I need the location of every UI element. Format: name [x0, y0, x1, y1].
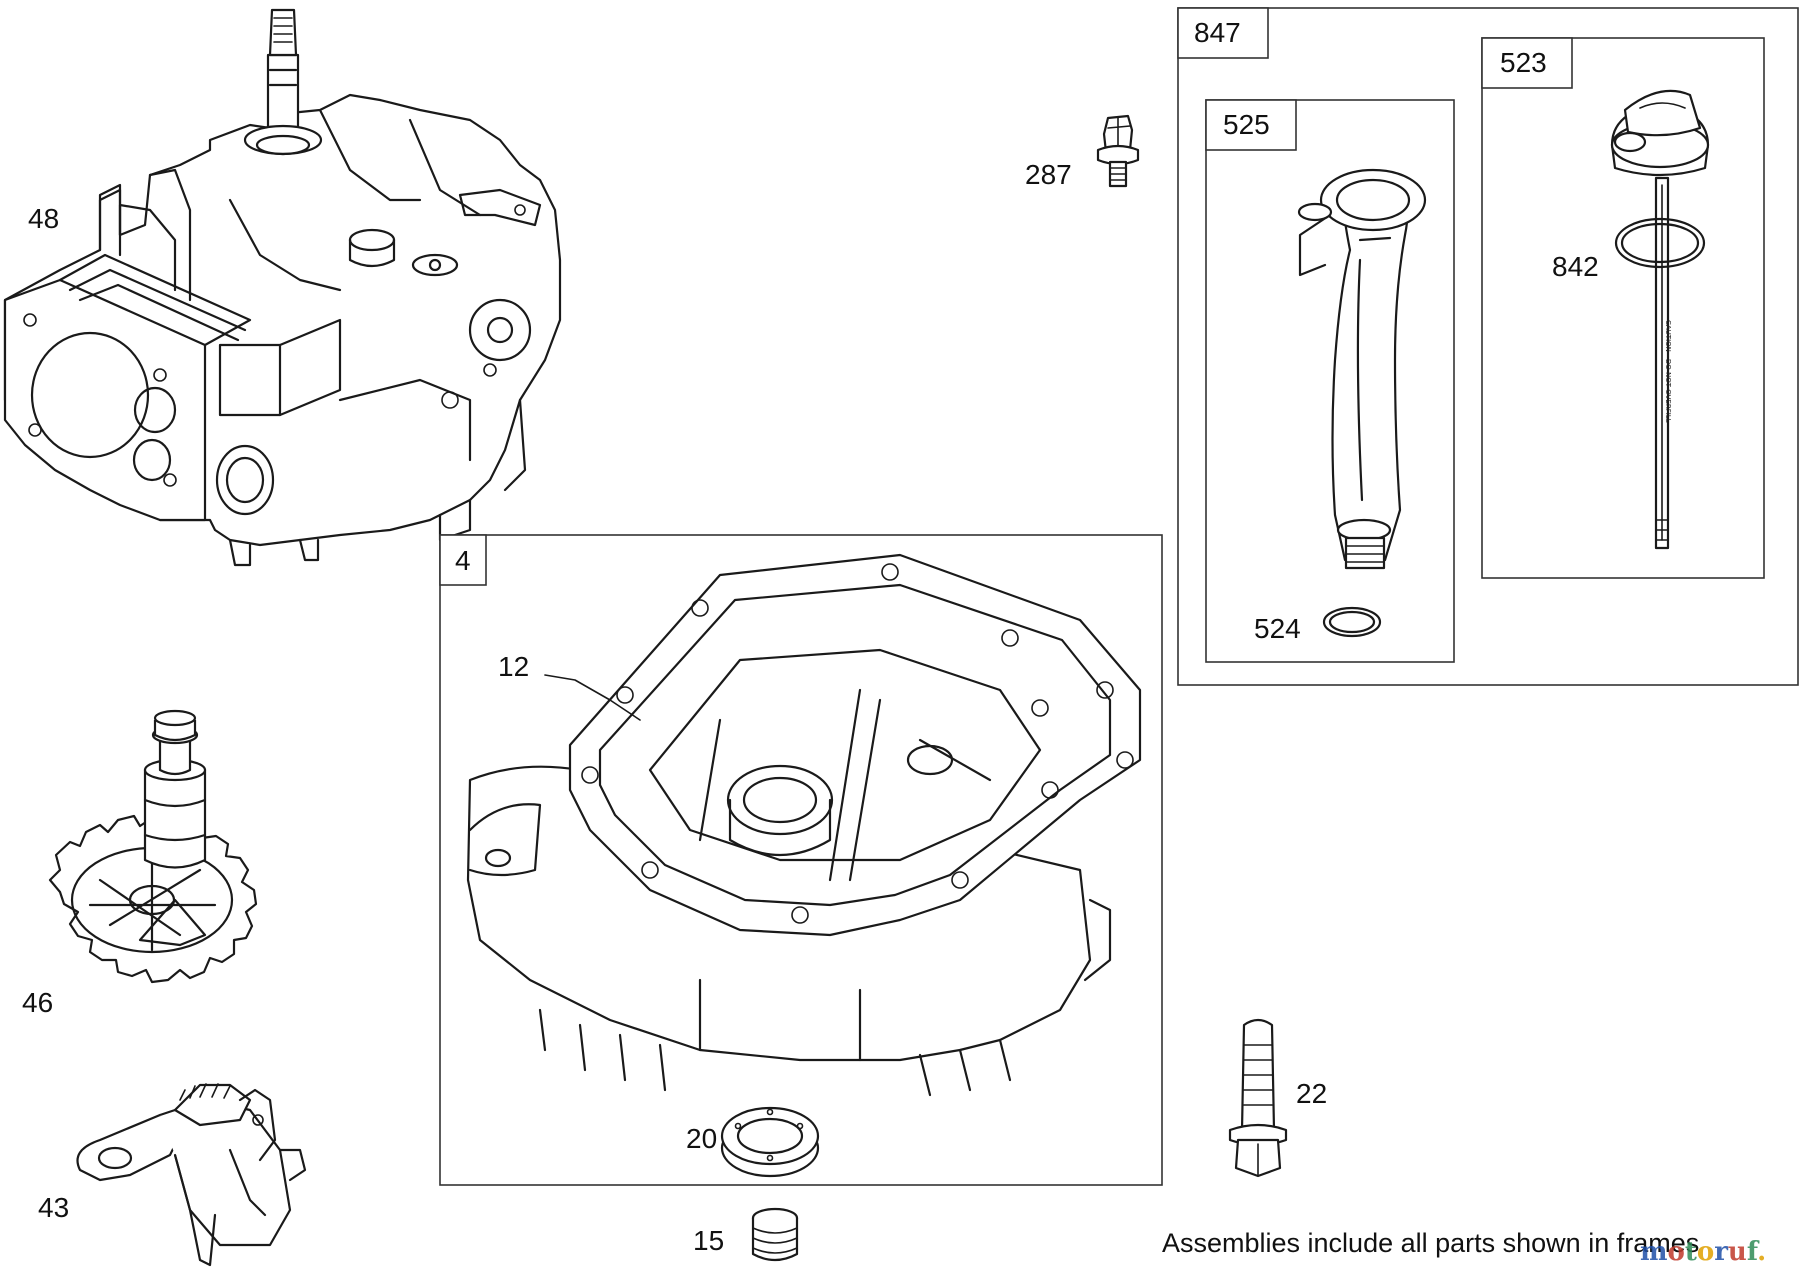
label-22: 22: [1296, 1078, 1327, 1109]
watermark-char: t: [1685, 1237, 1697, 1267]
label-15: 15: [693, 1225, 724, 1256]
label-43: 43: [38, 1192, 69, 1223]
label-46: 46: [22, 987, 53, 1018]
frame-847: 847: [1177, 7, 1799, 686]
watermark-char: u: [1728, 1237, 1747, 1267]
part-43-governor-bracket: [76, 1083, 307, 1267]
part-48-engine-block: [3, 8, 562, 567]
frame-525: 525: [1205, 99, 1455, 663]
label-12: 12: [498, 651, 529, 682]
part-287-bolt: [1096, 114, 1140, 188]
frame-523: 523: [1481, 37, 1765, 579]
leader-12: [544, 674, 641, 721]
tag-847: 847: [1194, 17, 1241, 48]
watermark-char: m: [1640, 1237, 1668, 1267]
tag-523: 523: [1500, 47, 1547, 78]
watermark-char: o: [1668, 1237, 1685, 1267]
frame-4: 4: [439, 534, 1163, 1186]
label-842: 842: [1552, 251, 1599, 282]
part-20-oil-seal: [720, 1106, 820, 1178]
label-524: 524: [1254, 613, 1301, 644]
tag-525: 525: [1223, 109, 1270, 140]
part-22-bolt: [1228, 1018, 1288, 1178]
part-46-camshaft-gear: [48, 709, 258, 984]
part-525-oil-fill-tube: [1297, 168, 1427, 570]
part-15-plug: [751, 1207, 799, 1262]
part-524-o-ring: [1322, 606, 1382, 638]
watermark-char: o: [1697, 1237, 1714, 1267]
label-287: 287: [1025, 159, 1072, 190]
part-842-o-ring: [1614, 217, 1706, 269]
watermark-char: .: [1757, 1237, 1766, 1267]
watermark-char: r: [1714, 1237, 1728, 1267]
dipstick-caution-text: CAUTION - DO NOT OVERFILL: [1664, 320, 1672, 423]
frames-note: Assemblies include all parts shown in fr…: [1162, 1228, 1699, 1258]
label-20: 20: [686, 1123, 717, 1154]
part-4-sump: [466, 553, 1142, 1097]
tag-4: 4: [455, 545, 471, 576]
part-523-dipstick: CAUTION - DO NOT OVERFILL: [1610, 89, 1710, 550]
watermark-char: f: [1747, 1237, 1760, 1267]
watermark-logo: motoruf.: [1640, 1237, 1766, 1267]
label-48: 48: [28, 203, 59, 234]
